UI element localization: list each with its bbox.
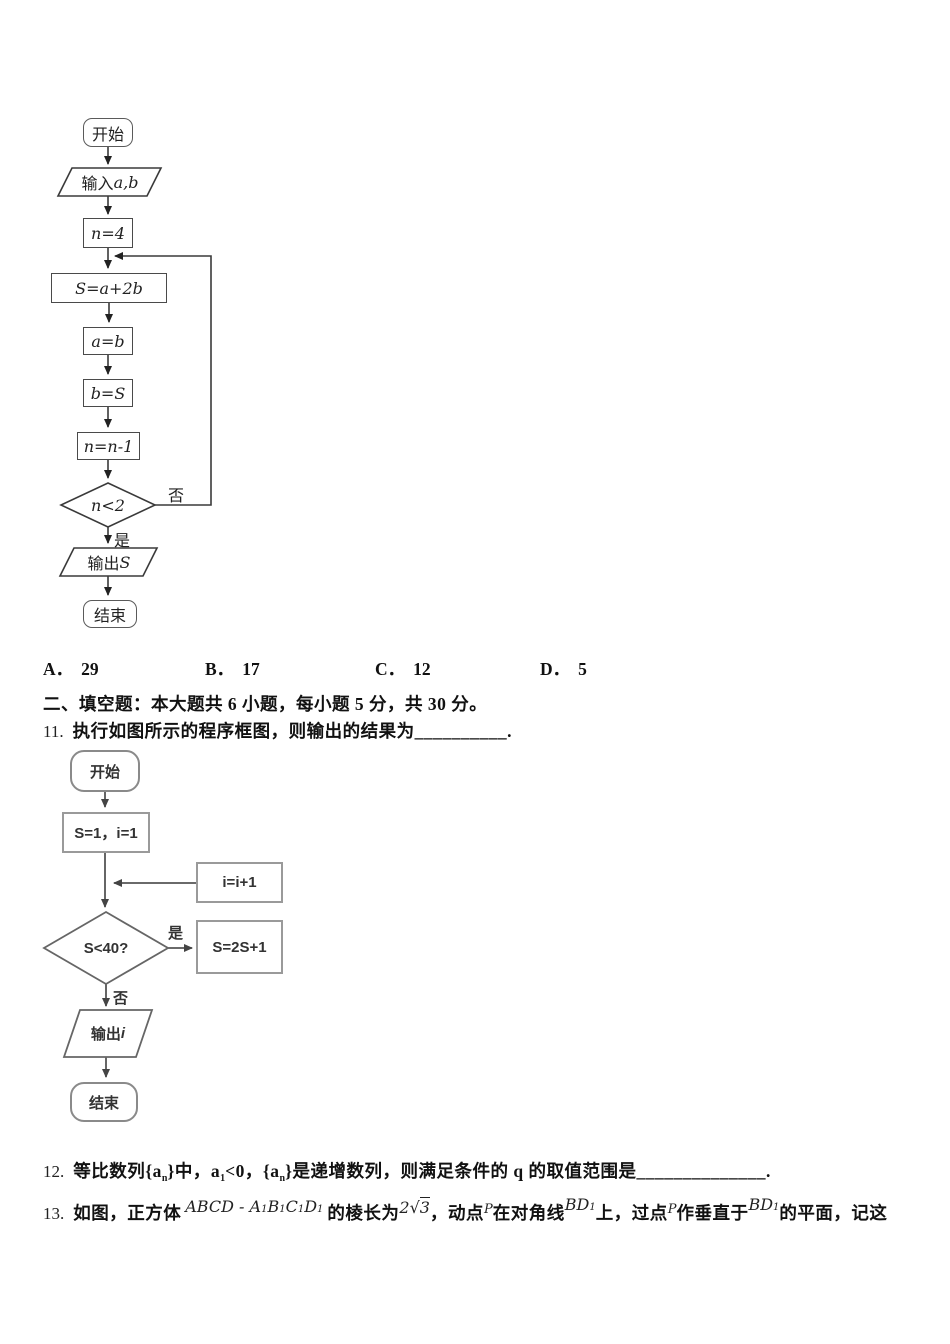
fc1-start-label: 开始 (91, 126, 124, 144)
fc2-cond-label: S<40? (83, 939, 129, 957)
q13-point-p: P (483, 1202, 493, 1217)
q13-diagonal-bd1: BD1 (564, 1195, 596, 1214)
q13-edge-length: 2√3 (399, 1197, 430, 1217)
fc2-init-label: S=1，i=1 (74, 825, 138, 842)
fc2-output-var: i (120, 1025, 126, 1042)
fc1-s-label: S=a+2b (75, 278, 143, 298)
option-b: B．17 (205, 659, 260, 679)
option-a: A．29 (43, 659, 99, 679)
fc2-loop-process: S=2S+1 (196, 920, 283, 974)
q13-point-p2: P (667, 1202, 677, 1217)
fc2-start-label: 开始 (89, 763, 120, 781)
fc1-end-terminal: 结束 (83, 600, 137, 628)
fc2-output-label: 输出 (90, 1026, 121, 1043)
fc2-end-label: 结束 (88, 1094, 119, 1112)
fc1-bs-process: b=S (83, 379, 133, 407)
fc1-input-label: 输入 (81, 176, 114, 193)
fc1-cond-label: n<2 (91, 495, 125, 515)
fc2-loop-label: S=2S+1 (212, 938, 267, 956)
fc1-input-vars: a,b (113, 172, 139, 192)
q13-number: 13. (43, 1204, 65, 1223)
q11-number: 11. (43, 722, 64, 741)
fc1-yes-label: 是 (114, 533, 131, 550)
fc1-s-process: S=a+2b (51, 273, 167, 303)
question-13: 13.如图，正方体 ABCD - A1B1C1D1 的棱长为2√3，动点P在对角… (43, 1195, 888, 1223)
fc1-bs-label: b=S (90, 383, 126, 403)
q12-number: 12. (43, 1162, 65, 1181)
q13-cube-formula: ABCD - A1B1C1D1 (185, 1197, 324, 1216)
fc2-start-terminal: 开始 (70, 750, 140, 792)
section-header: 二、填空题：本大题共 6 小题，每小题 5 分，共 30 分。 (43, 694, 488, 714)
fc1-no-label: 否 (168, 488, 185, 505)
fc1-decision-node: n<2 (68, 494, 148, 516)
fc2-init-process: S=1，i=1 (62, 812, 150, 853)
option-c: C．12 (375, 659, 431, 679)
fc1-n4-label: n=4 (91, 223, 125, 243)
q13-plane-bd1: BD1 (748, 1195, 780, 1214)
fc2-decision-node: S<40? (64, 936, 148, 960)
fc1-end-label: 结束 (93, 608, 126, 625)
question-12: 12.等比数列{an}中，a1<0，{an}是递增数列，则满足条件的 q 的取值… (43, 1161, 771, 1185)
sqrt-symbol: √ (409, 1198, 420, 1217)
question-11: 11. 执行如图所示的程序框图，则输出的结果为__________. (43, 718, 512, 743)
fc1-ndec-process: n=n-1 (77, 432, 140, 460)
option-d: D．5 (540, 659, 587, 679)
fc2-increment-label: i=i+1 (222, 874, 257, 891)
fc1-lines (56, 147, 212, 596)
fc2-end-terminal: 结束 (70, 1082, 138, 1122)
fc2-yes-label: 是 (168, 925, 184, 942)
fc1-ab-label: a=b (91, 331, 125, 351)
fc1-ab-process: a=b (83, 327, 133, 355)
fc2-no-label: 否 (113, 990, 129, 1007)
fc1-start-terminal: 开始 (83, 118, 133, 147)
fc2-increment-process: i=i+1 (196, 862, 283, 903)
q11-text: 执行如图所示的程序框图，则输出的结果为__________. (72, 721, 512, 741)
fc1-output-var: S (119, 552, 131, 572)
fc1-output-label: 输出 (87, 556, 120, 573)
fc1-n4-process: n=4 (83, 218, 133, 248)
fc1-ndec-label: n=n-1 (83, 436, 134, 456)
